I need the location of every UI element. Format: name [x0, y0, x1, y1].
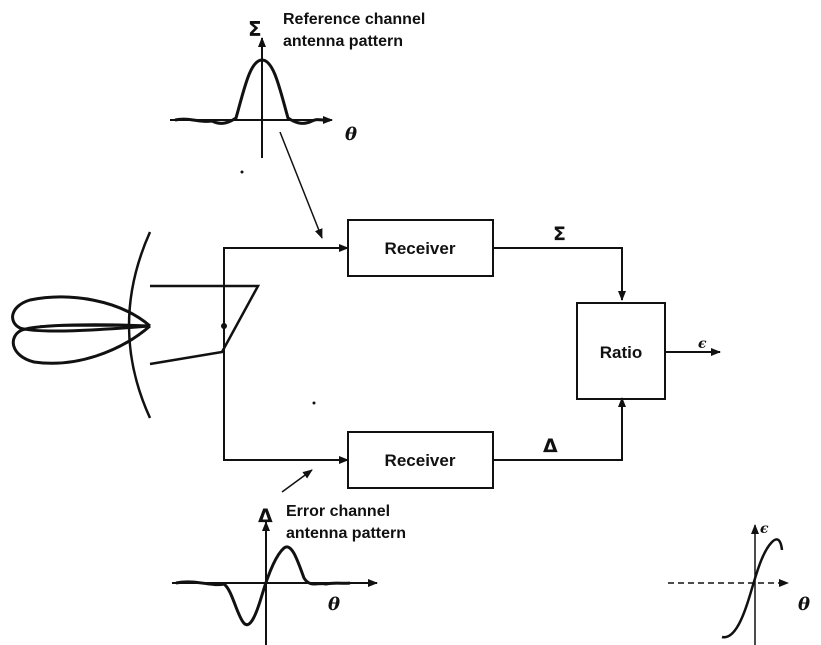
- sum-signal-label: Σ: [553, 223, 566, 245]
- delta-pattern-pointer: [281, 469, 313, 493]
- ratio-block: Ratio: [576, 302, 666, 400]
- speck-mark: [240, 170, 244, 174]
- sum-pattern-curve: [174, 58, 331, 125]
- delta-signal-label: Δ: [543, 435, 558, 457]
- error-caption-line2: antenna pattern: [286, 525, 406, 542]
- sum-to-ratio: [493, 247, 626, 301]
- antenna: [11, 231, 261, 419]
- receiver-bottom-label: Receiver: [385, 451, 456, 470]
- signal-paths: [223, 244, 721, 464]
- ratio-output-epsilon: ϵ: [698, 336, 707, 352]
- antenna-lobe-upper: [11, 295, 151, 333]
- antenna-feed-horn: [149, 284, 261, 366]
- delta-plot-theta: θ: [328, 594, 340, 615]
- error-plot-theta: θ: [798, 594, 810, 615]
- error-output-plot: ϵ θ: [668, 521, 810, 645]
- sum-plot-theta: θ: [345, 124, 357, 145]
- receiver-top-block: Receiver: [347, 219, 494, 277]
- error-output-curve: [721, 538, 784, 639]
- reference-caption-line1: Reference channel: [283, 11, 425, 28]
- ratio-label: Ratio: [600, 343, 643, 362]
- delta-axis-symbol: Δ: [258, 505, 273, 527]
- sum-axis-symbol: Σ: [248, 17, 262, 41]
- delta-pattern-plot: Δ θ Error channel antenna pattern: [172, 503, 406, 645]
- receiver-bottom-block: Receiver: [347, 431, 494, 489]
- delta-to-ratio: [493, 397, 626, 461]
- speck-mark: [312, 401, 316, 405]
- reference-caption-line2: antenna pattern: [283, 33, 403, 50]
- path-to-top-receiver: [223, 244, 349, 326]
- path-to-bottom-receiver: [223, 326, 349, 464]
- receiver-top-label: Receiver: [385, 239, 456, 258]
- error-caption-line1: Error channel: [286, 503, 390, 520]
- delta-pattern-curve: [175, 545, 351, 626]
- sum-pattern-plot: Σ θ Reference channel antenna pattern: [170, 11, 425, 174]
- sum-pattern-pointer: [279, 131, 323, 239]
- antenna-reflector-dish: [127, 231, 152, 419]
- error-plot-epsilon: ϵ: [760, 521, 769, 537]
- antenna-lobe-lower: [11, 323, 151, 365]
